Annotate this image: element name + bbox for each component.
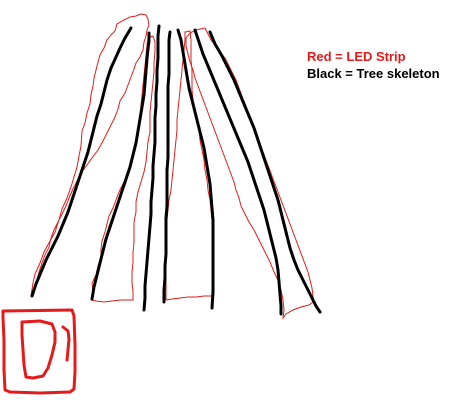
legend-led-strip: Red = LED Strip [307,49,406,64]
led-strip-inner-left [90,35,156,303]
skeleton-line-2 [90,31,151,301]
led-strip-left-outer [30,13,150,297]
controller-inner-d [20,319,57,380]
skeleton-line-6 [193,28,283,316]
skeleton-line-4 [162,30,172,304]
skeleton-line-3 [142,24,161,312]
led-strip-right-outer [185,27,314,320]
controller-outer-box [1,308,77,395]
led-strip-outlines [30,13,314,320]
controller-box-sketch [1,308,77,395]
skeleton-line-7 [208,30,322,314]
controller-inner-stroke [61,325,71,362]
legend-tree-skeleton: Black = Tree skeleton [307,66,440,81]
skeleton-line-1 [30,26,133,298]
skeleton-line-5 [176,28,215,310]
tree-skeleton-lines [30,24,322,316]
